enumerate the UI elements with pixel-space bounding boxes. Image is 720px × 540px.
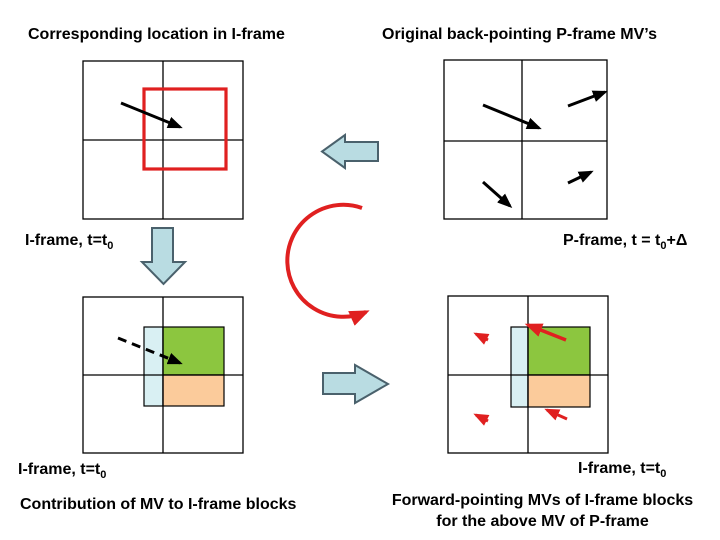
block-arrow-down-icon <box>139 227 188 286</box>
caption-bottom-right-line2: for the above MV of P-frame <box>436 513 649 530</box>
iframe-time-label: I-frame, t=t0 <box>25 231 114 253</box>
iframe-time-label-text: I-frame, t=t <box>25 232 108 249</box>
pframe-time-label-text: P-frame, t = t <box>563 232 661 249</box>
iframe-time-label: I-frame, t=t0 <box>18 460 107 482</box>
pframe-time-subscript: 0 <box>660 240 667 253</box>
block-arrow-left-icon <box>320 133 379 170</box>
cyan-contribution-block <box>143 326 164 407</box>
iframe-grid-bottom-right <box>447 295 609 454</box>
block-arrow-right-icon <box>322 363 391 405</box>
forward-mv-arrow <box>524 323 567 342</box>
motion-vector-arrow <box>567 90 608 108</box>
iframe-time-subscript: 0 <box>107 240 114 253</box>
peach-contribution-block <box>162 374 225 407</box>
caption-bottom-left: Contribution of MV to I-frame blocks <box>20 496 297 513</box>
caption-bottom-right-line1: Forward-pointing MVs of I-frame blocks <box>391 492 694 509</box>
motion-vector-arrow <box>482 103 542 130</box>
title-top-left: Corresponding location in I-frame <box>28 26 285 43</box>
forward-mv-arrow <box>473 332 490 345</box>
pframe-grid-top-right <box>443 59 608 220</box>
caption-bottom-right: Forward-pointing MVs of I-frame blocks f… <box>375 490 710 532</box>
pframe-time-suffix: +Δ <box>666 232 688 249</box>
iframe-grid-top-left <box>82 60 244 220</box>
dashed-motion-vector-arrow <box>117 336 183 365</box>
motion-vector-arrow <box>482 180 513 208</box>
pframe-time-label: P-frame, t = t0+Δ <box>563 231 688 253</box>
iframe-time-subscript: 0 <box>100 469 107 482</box>
iframe-time-label-text: I-frame, t=t <box>578 460 661 477</box>
motion-vector-arrow <box>120 101 183 129</box>
forward-mv-arrow <box>473 413 490 426</box>
green-contribution-block <box>527 326 591 376</box>
peach-contribution-block <box>527 374 591 408</box>
green-contribution-block <box>162 326 225 376</box>
iframe-time-label: I-frame, t=t0 <box>578 459 667 481</box>
motion-vector-arrow <box>567 170 594 185</box>
forward-mv-arrow <box>544 408 568 421</box>
iframe-grid-bottom-left <box>82 296 244 454</box>
iframe-time-subscript: 0 <box>660 468 667 481</box>
curved-arrow-icon <box>285 202 370 326</box>
corresponding-location-red-square <box>142 87 228 171</box>
cyan-contribution-block <box>510 326 529 408</box>
title-top-right: Original back-pointing P-frame MV’s <box>382 26 657 43</box>
iframe-time-label-text: I-frame, t=t <box>18 461 101 478</box>
